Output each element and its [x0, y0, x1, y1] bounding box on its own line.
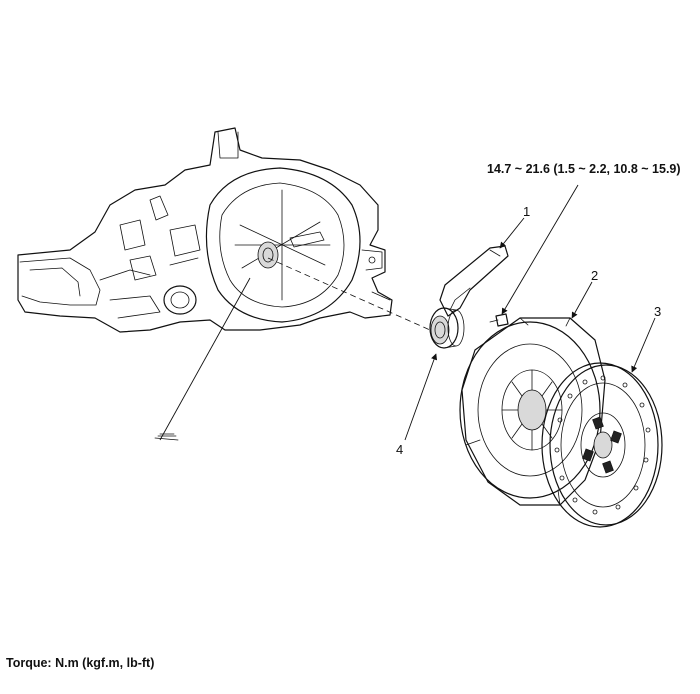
clutch-cover: [459, 317, 606, 506]
callout-2: 2: [591, 268, 599, 283]
release-bearing: [429, 307, 465, 349]
alignment-line: [267, 257, 431, 331]
release-fork: [439, 245, 509, 317]
leader-shaft: [159, 277, 251, 441]
transaxle-housing: [17, 127, 393, 441]
torque-spec-label: 14.7 ~ 21.6 (1.5 ~ 2.2, 10.8 ~ 15.9): [487, 162, 681, 176]
torque-units-footer: Torque: N.m (kgf.m, lb-ft): [6, 656, 155, 670]
fork-bolt: [489, 313, 509, 327]
callout-1: 1: [523, 204, 531, 219]
leader-torque: [501, 184, 579, 315]
leader-2: [571, 281, 593, 319]
clutch-disc: [541, 362, 663, 528]
leader-1: [499, 217, 525, 249]
callout-3: 3: [654, 304, 662, 319]
leader-3: [631, 317, 656, 373]
leader-4: [404, 353, 438, 441]
callout-4: 4: [396, 442, 404, 457]
